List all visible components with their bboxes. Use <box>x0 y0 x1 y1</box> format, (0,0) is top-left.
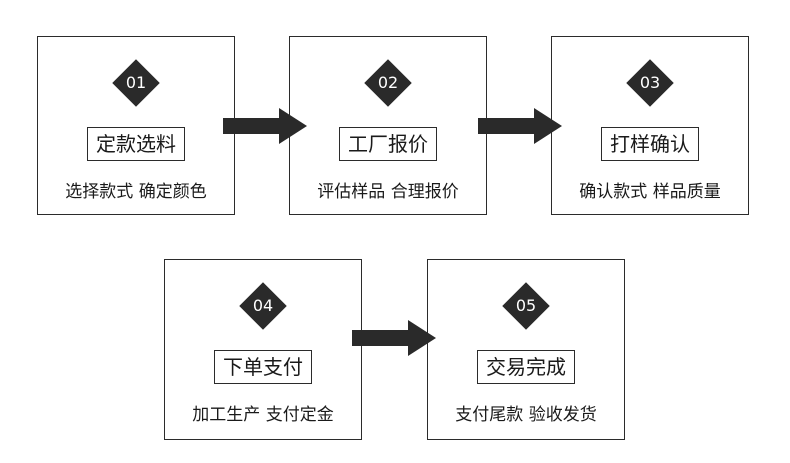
step-box-2: 02 工厂报价 评估样品 合理报价 <box>289 36 487 215</box>
step-number: 05 <box>515 296 537 315</box>
step-box-5: 05 交易完成 支付尾款 验收发货 <box>427 259 625 440</box>
step-box-1: 01 定款选料 选择款式 确定颜色 <box>37 36 235 215</box>
arrow-right-icon <box>352 320 436 356</box>
step-title: 工厂报价 <box>339 127 437 161</box>
step-number: 02 <box>377 73 399 92</box>
step-number: 01 <box>125 73 147 92</box>
step-description: 加工生产 支付定金 <box>192 405 334 425</box>
arrow-right-icon <box>223 108 307 144</box>
step-title: 下单支付 <box>214 350 312 384</box>
arrow-right-icon <box>478 108 562 144</box>
diamond-badge: 01 <box>112 59 160 107</box>
diamond-badge: 03 <box>626 59 674 107</box>
step-number: 03 <box>639 73 661 92</box>
step-title: 交易完成 <box>477 350 575 384</box>
diamond-badge: 04 <box>239 282 287 330</box>
step-box-3: 03 打样确认 确认款式 样品质量 <box>551 36 749 215</box>
diamond-badge: 05 <box>502 282 550 330</box>
step-title: 打样确认 <box>601 127 699 161</box>
diamond-badge: 02 <box>364 59 412 107</box>
step-box-4: 04 下单支付 加工生产 支付定金 <box>164 259 362 440</box>
step-title: 定款选料 <box>87 127 185 161</box>
step-description: 支付尾款 验收发货 <box>455 405 597 425</box>
step-description: 评估样品 合理报价 <box>317 182 459 202</box>
step-description: 确认款式 样品质量 <box>579 182 721 202</box>
step-number: 04 <box>252 296 274 315</box>
step-description: 选择款式 确定颜色 <box>65 182 207 202</box>
